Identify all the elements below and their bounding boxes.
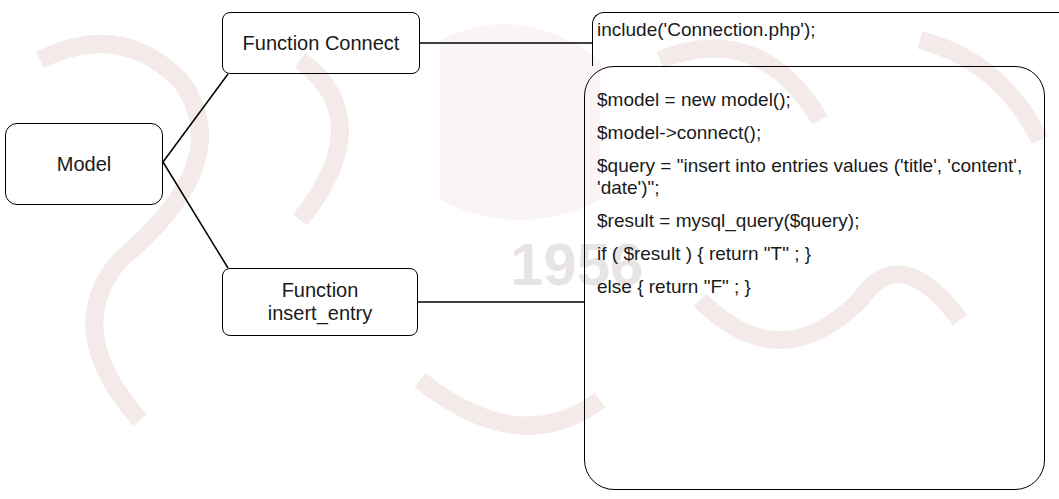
code-line: else { return "F" ; } — [597, 276, 1030, 299]
code-line: $result = mysql_query($query); — [597, 210, 1030, 233]
code-line: if ( $result ) { return "T" ; } — [597, 243, 1030, 266]
code-line: $model->connect(); — [597, 122, 1030, 145]
function-box: Function insert_entry — [222, 268, 418, 336]
box-label: Function insert_entry — [233, 279, 407, 325]
box-label: Model — [57, 153, 111, 176]
code-line: $model = new model(); — [597, 89, 1030, 112]
box-label: Function Connect — [243, 32, 400, 55]
code-box: $model = new model(); $model->connect(); $… — [584, 66, 1045, 490]
function-box: Function Connect — [222, 12, 420, 74]
connector-line — [420, 42, 592, 44]
code-line: include('Connection.php'); — [597, 19, 1059, 41]
connector-line — [418, 301, 584, 303]
code-box: include('Connection.php'); — [592, 12, 1059, 66]
watermark-figure — [440, 24, 600, 220]
connector-line — [163, 74, 228, 162]
connector-line — [163, 162, 228, 268]
code-line: $query = "insert into entries values ('t… — [597, 155, 1030, 201]
model-box: Model — [5, 123, 163, 205]
